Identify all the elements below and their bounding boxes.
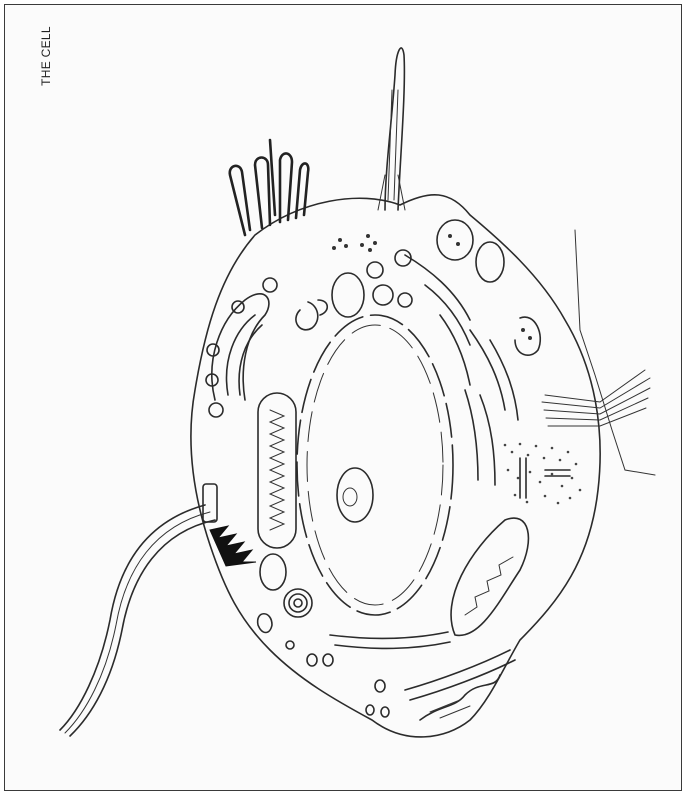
spiral-inclusion [284,589,312,617]
centrosome [210,526,256,566]
cell-membrane [191,195,600,737]
extracellular-fibers [542,230,655,475]
endoplasmic-reticulum [330,255,518,700]
ribosome-stipple [504,443,582,505]
flagellum [60,484,217,736]
vesicles [260,250,412,717]
mitochondrion-right [451,518,528,635]
mitochondrion-left [258,393,296,548]
membrane-pit [258,614,272,633]
nuclear-envelope [297,315,453,615]
cilium [378,48,405,210]
microvilli [230,140,309,235]
nucleolus [337,468,373,522]
centrioles [520,458,570,498]
